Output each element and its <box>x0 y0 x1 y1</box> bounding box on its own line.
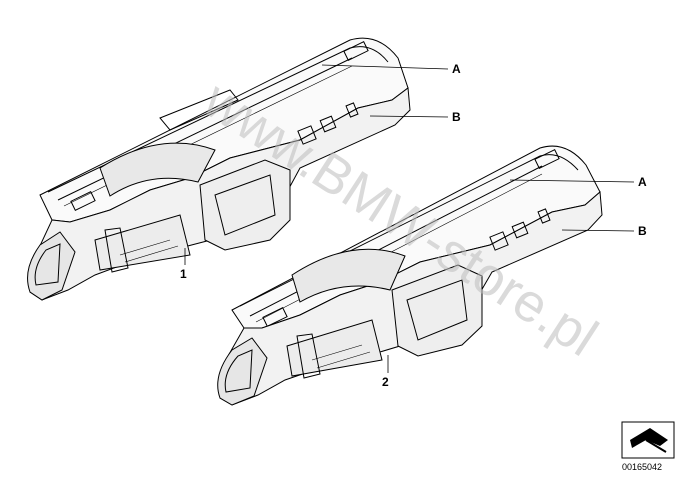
leader-1a <box>321 64 449 70</box>
dashboard-1-drawing <box>27 37 411 301</box>
leader-2b <box>561 229 635 232</box>
leader-1b <box>369 115 449 118</box>
label-2a: A <box>638 175 647 189</box>
label-1a: A <box>452 62 461 76</box>
dashboard-2-drawing <box>217 145 603 406</box>
leader-2a <box>509 179 635 183</box>
diagram-view-icon <box>621 421 675 459</box>
part-number-1: 1 <box>180 267 187 281</box>
dashboard-1-callouts <box>184 64 449 265</box>
diagram-id: 00165042 <box>622 462 662 472</box>
part-number-2: 2 <box>382 375 389 389</box>
label-2b: B <box>638 224 647 238</box>
label-1b: B <box>452 110 461 124</box>
dashboard-2-callouts <box>387 179 635 373</box>
